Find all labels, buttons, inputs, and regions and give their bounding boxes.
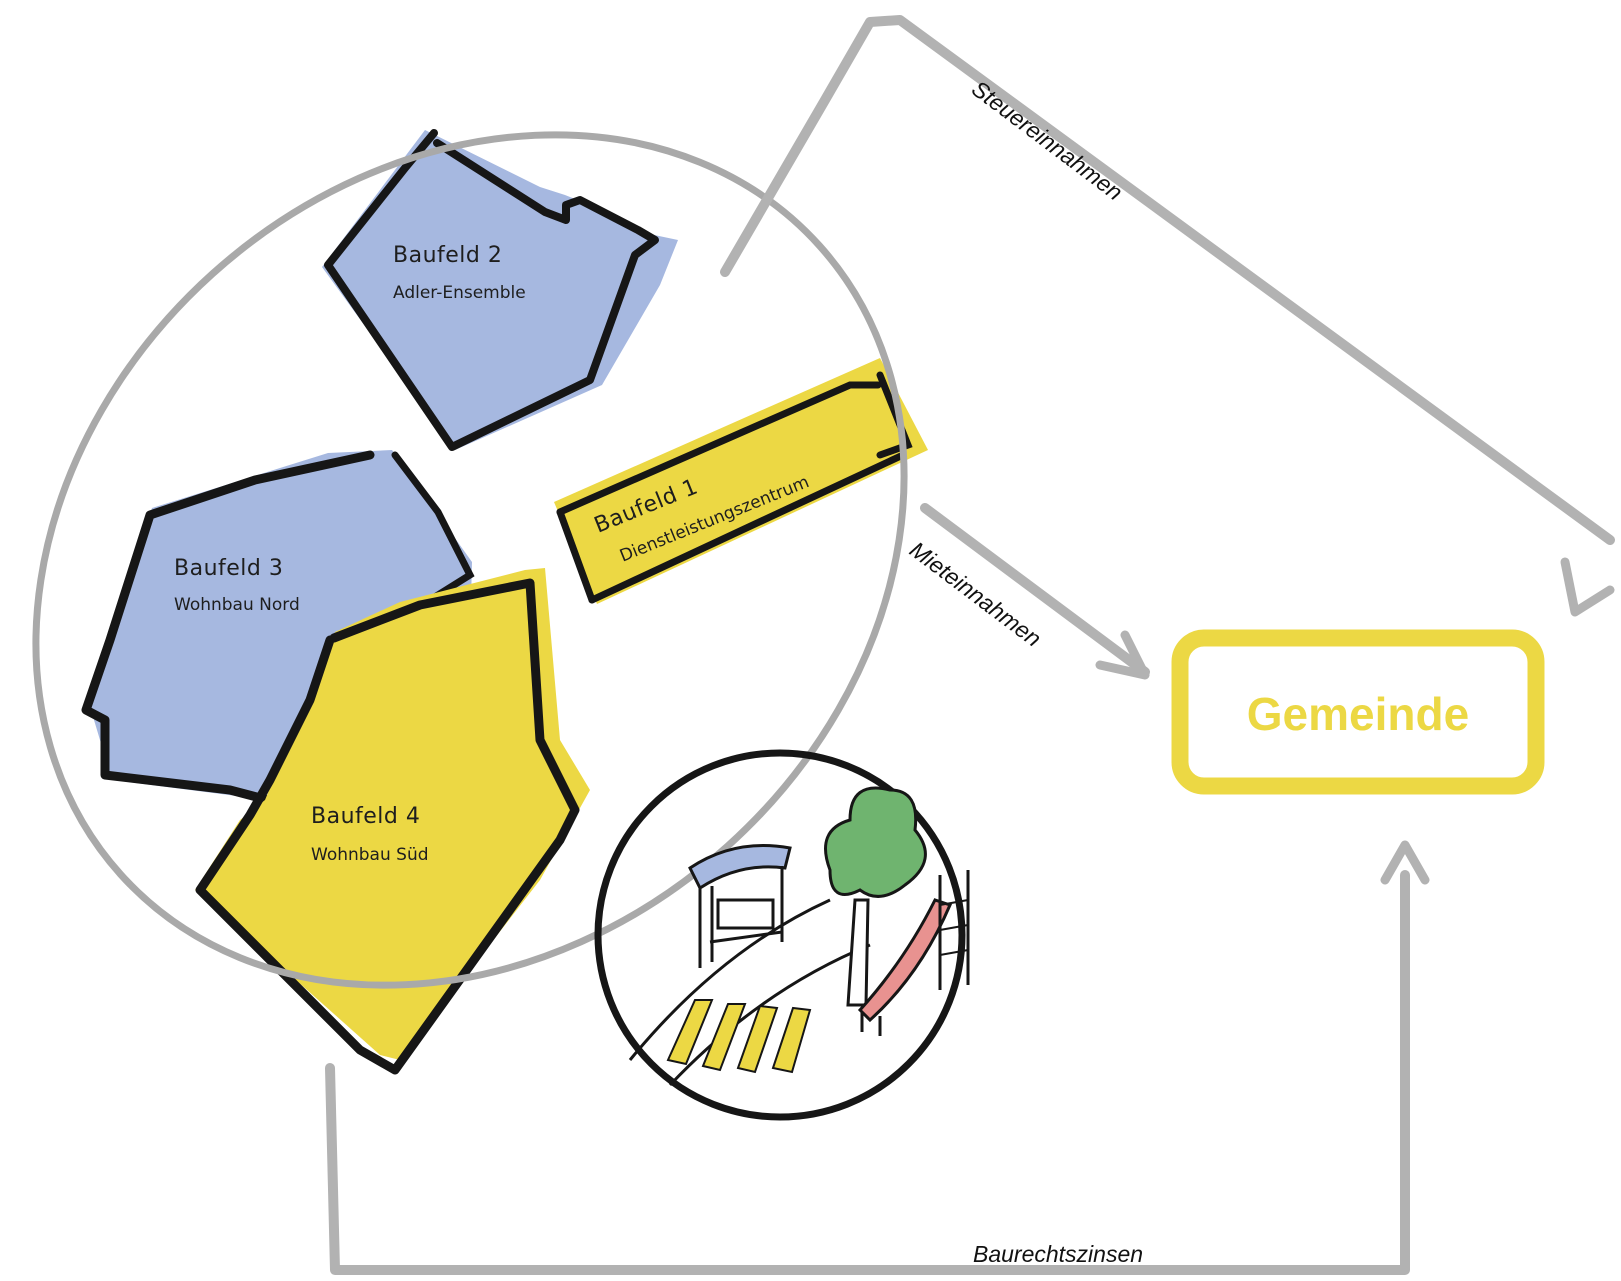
rent-flow-label: Mieteinnahmen: [905, 536, 1046, 651]
lease-flow-line: [325, 870, 1410, 1275]
baufeld-3-subtitle: Wohnbau Nord: [174, 595, 300, 615]
tax-flow-label: Steuereinnahmen: [967, 75, 1128, 205]
baufeld-2-subtitle: Adler-Ensemble: [393, 283, 526, 303]
lease-flow-label: Baurechtszinsen: [973, 1241, 1143, 1267]
baufeld-1-outline-bottom: [588, 451, 907, 604]
baufeld-1: Baufeld 1 Dienstleistungszentrum: [554, 358, 928, 604]
baufeld-4: Baufeld 4 Wohnbau Süd: [195, 568, 590, 1075]
baufeld-1-outline-top: [556, 381, 882, 516]
public-space-circle: [594, 749, 966, 1121]
gemeinde-box: Gemeinde: [1171, 629, 1545, 795]
baufeld-1-fill: [554, 358, 928, 604]
lease-flow-head: [1380, 840, 1430, 885]
slide-icon: [857, 870, 970, 1036]
baufeld-3-title: Baufeld 3: [174, 556, 283, 581]
baufeld-2-fill: [322, 130, 678, 450]
gemeinde-frame: [1171, 629, 1545, 795]
baufeld-2-outline: [324, 129, 659, 451]
tax-flow-line: [720, 15, 1615, 545]
road-edge: [628, 898, 831, 1061]
tax-flow-arrow: [720, 15, 1615, 617]
site-boundary-ellipse: [32, 131, 908, 989]
rent-flow-arrow: [920, 503, 1150, 680]
baufeld-3: Baufeld 3 Wohnbau Nord: [81, 450, 475, 805]
baufeld-4-outline: [195, 578, 580, 1075]
bus-stop-icon: [688, 844, 792, 968]
baufeld-1-outline-right: [876, 371, 913, 459]
baufeld-2: Baufeld 2 Adler-Ensemble: [322, 129, 678, 451]
baufeld-3-fill: [88, 450, 472, 800]
baufeld-4-subtitle: Wohnbau Süd: [311, 845, 429, 865]
rent-flow-line: [920, 503, 1150, 677]
baufeld-4-title: Baufeld 4: [311, 804, 420, 829]
baufeld-3-outline-main: [81, 450, 375, 805]
baufeld-2-title: Baufeld 2: [393, 243, 502, 268]
rent-flow-head: [1095, 630, 1150, 680]
crosswalk-icon: [666, 999, 812, 1074]
public-space-illustration: [594, 749, 970, 1121]
baufeld-3-outline: [391, 451, 475, 604]
tree-icon: [824, 786, 927, 1007]
lease-flow-arrow: [325, 840, 1430, 1275]
road-edge-2: [668, 943, 871, 1087]
gemeinde-label: Gemeinde: [1247, 688, 1469, 740]
baufeld-1-outline-left: [556, 508, 596, 604]
tax-flow-head: [1560, 557, 1615, 617]
